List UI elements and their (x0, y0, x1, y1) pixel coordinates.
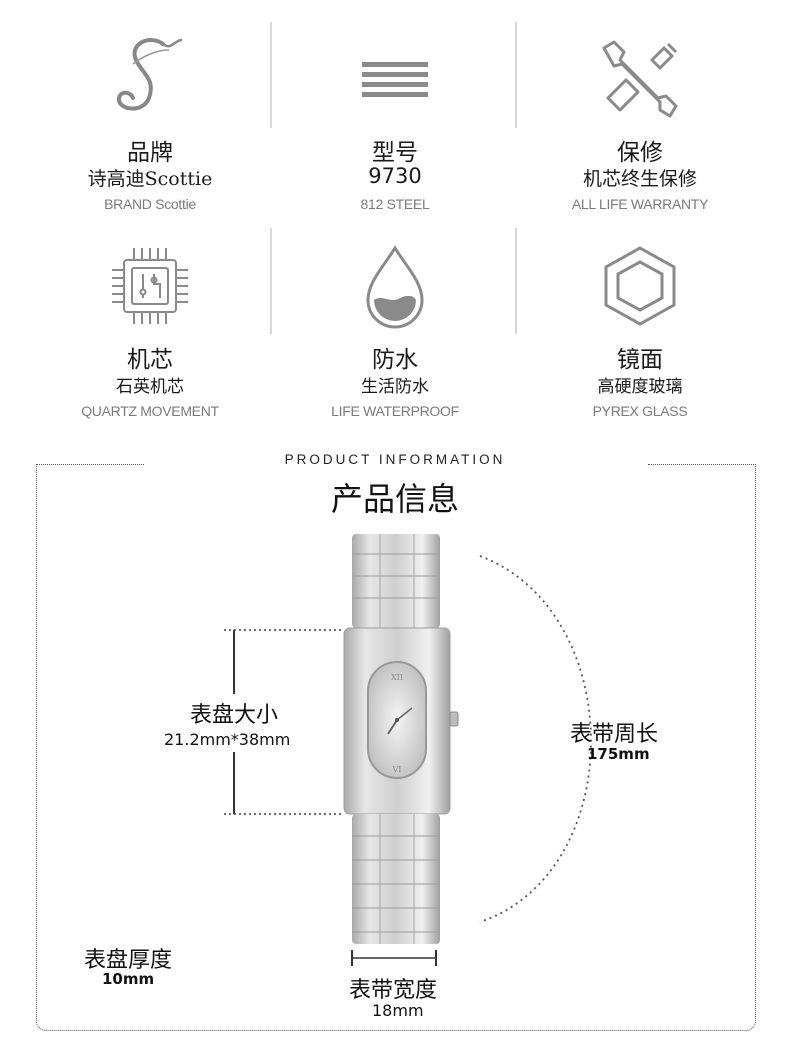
feature-sub-cn: 9730 (368, 164, 422, 188)
svg-text:VI: VI (392, 765, 402, 774)
feature-brand: 品牌 诗高迪Scottie BRAND Scottie (40, 0, 260, 220)
divider (270, 228, 272, 334)
feature-sub-cn: 高硬度玻璃 (597, 377, 683, 397)
info-frame (36, 464, 756, 1031)
svg-text:XII: XII (391, 673, 403, 682)
strap-length-arc (479, 555, 592, 923)
feature-title: 型号 (372, 140, 418, 166)
strap-width-value: 18mm (372, 1001, 424, 1020)
divider (270, 22, 272, 128)
feature-sub-cn: 机芯终生保修 (582, 168, 697, 190)
feature-sub-cn: 生活防水 (361, 377, 429, 397)
feature-waterproof: 防水 生活防水 LIFE WATERPROOF (285, 230, 505, 430)
feature-sub-en: BRAND Scottie (104, 196, 196, 212)
watch-image: XII VI (343, 534, 459, 944)
feature-sub-cn: 石英机芯 (116, 377, 184, 397)
hexagon-icon (604, 246, 676, 326)
feature-warranty: 保修 机芯终生保修 ALL LIFE WARRANTY (530, 0, 750, 220)
dial-size-dimension (224, 629, 344, 815)
strap-width-dimension (351, 950, 437, 966)
feature-sub-cn: 诗高迪Scottie (87, 168, 213, 190)
chip-icon (112, 248, 188, 324)
scottie-logo-icon (117, 38, 183, 111)
dial-thickness-value: 10mm (102, 970, 155, 988)
feature-title: 保修 (617, 140, 663, 166)
feature-title: 品牌 (127, 140, 173, 166)
feature-movement: 机芯 石英机芯 QUARTZ MOVEMENT (40, 230, 260, 430)
feature-title: 防水 (372, 347, 418, 373)
strap-length-label: 表带周长 (570, 722, 659, 747)
product-info-heading-en: PRODUCT INFORMATION (284, 452, 506, 467)
feature-title: 机芯 (127, 347, 173, 373)
divider (515, 228, 517, 334)
feature-sub-en: LIFE WATERPROOF (331, 403, 459, 419)
strap-width-label: 表带宽度 (349, 978, 438, 1003)
dial-size-label: 表盘大小 (190, 703, 279, 728)
feature-sub-en: 812 STEEL (360, 196, 430, 212)
strap-length-value: 175mm (587, 745, 650, 763)
frame-top-right (648, 464, 756, 465)
frame-top-left (36, 464, 144, 465)
wrench-screwdriver-icon (602, 40, 678, 118)
product-info-heading-cn: 产品信息 (330, 480, 459, 518)
feature-sub-en: QUARTZ MOVEMENT (81, 403, 219, 419)
dial-size-value: 21.2mm*38mm (164, 730, 291, 749)
feature-model: 型号 9730 812 STEEL (285, 0, 505, 220)
feature-sub-en: ALL LIFE WARRANTY (571, 196, 709, 212)
feature-title: 镜面 (617, 347, 663, 373)
feature-glass: 镜面 高硬度玻璃 PYREX GLASS (530, 230, 750, 430)
model-lines-icon (362, 62, 428, 97)
divider (515, 22, 517, 128)
feature-sub-en: PYREX GLASS (592, 403, 688, 419)
water-drop-icon (366, 245, 424, 329)
dial-thickness-label: 表盘厚度 (84, 948, 173, 973)
